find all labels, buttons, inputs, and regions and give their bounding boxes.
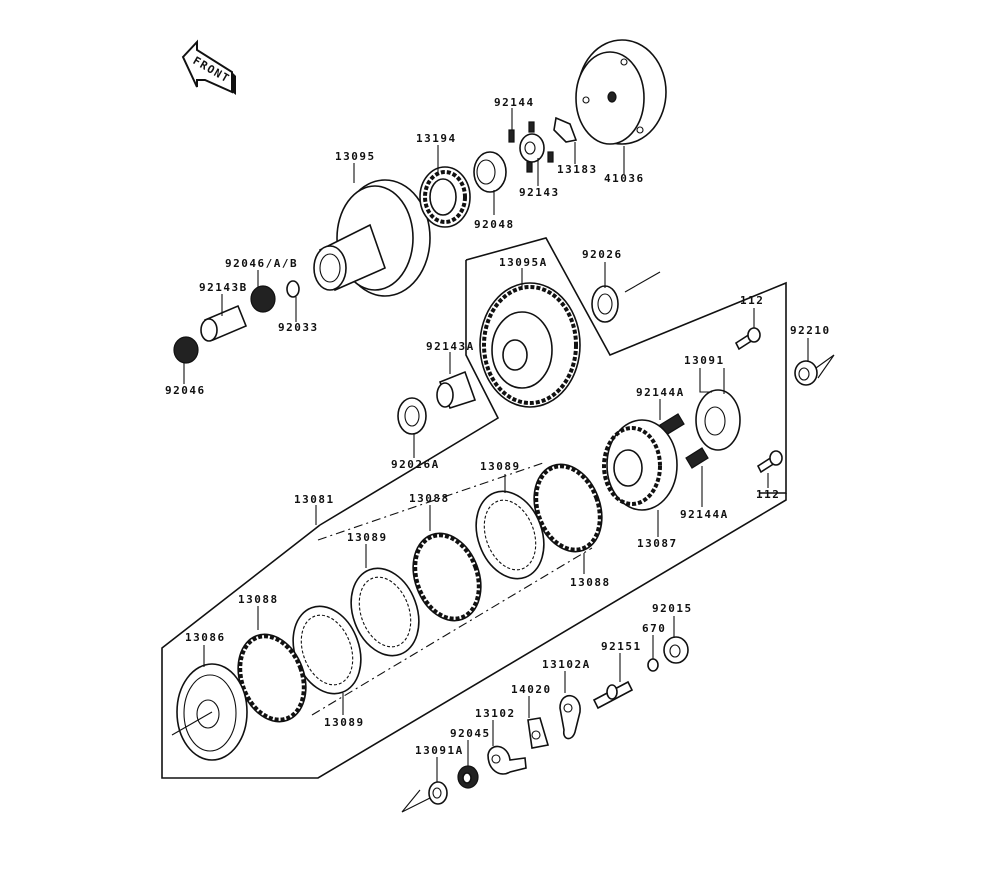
part-670-oring [647, 658, 659, 672]
label-92143a[interactable]: 92143A [426, 340, 475, 353]
part-92045-bearing [457, 765, 479, 789]
label-92045[interactable]: 92045 [450, 727, 491, 740]
clutch-plate-stack [237, 462, 603, 723]
part-41036-drum [575, 39, 667, 145]
part-13087-hub [602, 419, 678, 511]
part-92026a-spacer [397, 397, 427, 435]
part-92151-bolt [592, 680, 634, 710]
part-92143-hub [508, 121, 554, 173]
part-112-bolt-lower [756, 450, 783, 474]
label-92046[interactable]: 92046 [165, 384, 206, 397]
part-13183-plate [553, 116, 578, 143]
label-13102a[interactable]: 13102A [542, 658, 591, 671]
assembly-outline-upper [319, 237, 787, 526]
label-13087[interactable]: 13087 [637, 537, 678, 550]
friction-plate [237, 633, 307, 723]
label-92144a-lower[interactable]: 92144A [680, 508, 729, 521]
label-92143[interactable]: 92143 [519, 186, 560, 199]
friction-plate [412, 532, 482, 622]
label-670[interactable]: 670 [642, 622, 666, 635]
part-13102a-lever [559, 694, 581, 740]
label-13088-left[interactable]: 13088 [238, 593, 279, 606]
label-92026a[interactable]: 92026A [391, 458, 440, 471]
part-92046-needle-bearing-upper [250, 285, 276, 313]
part-92033-circlip [286, 280, 300, 298]
front-direction-arrow-icon: FRONT [181, 39, 236, 95]
part-92143a-collar [436, 370, 477, 409]
label-13089-bottom[interactable]: 13089 [324, 716, 365, 729]
friction-plate [533, 463, 603, 553]
steel-plate [350, 567, 420, 657]
label-13089-top[interactable]: 13089 [480, 460, 521, 473]
label-92144a-upper[interactable]: 92144A [636, 386, 685, 399]
part-13086-plate [171, 663, 248, 761]
part-92144a-springs [659, 413, 709, 469]
label-13081[interactable]: 13081 [294, 493, 335, 506]
part-92046-needle-bearing-lower [173, 336, 199, 364]
label-13095[interactable]: 13095 [335, 150, 376, 163]
part-92026-spacer [591, 271, 661, 323]
part-13095a-housing [479, 282, 581, 408]
label-13091[interactable]: 13091 [684, 354, 725, 367]
assembly-outline-lower [161, 493, 787, 779]
label-13088-right[interactable]: 13088 [570, 576, 611, 589]
label-14020[interactable]: 14020 [511, 683, 552, 696]
label-13091a[interactable]: 13091A [415, 744, 464, 757]
steel-plate [475, 490, 545, 580]
part-92015-nut [663, 636, 689, 664]
part-13095-housing [313, 179, 431, 297]
label-92026[interactable]: 92026 [582, 248, 623, 261]
leader-lines [183, 108, 809, 782]
label-92033[interactable]: 92033 [278, 321, 319, 334]
part-labels: 92144 13194 13095 13183 92143 41036 9204… [165, 96, 831, 757]
part-13194-bearing [419, 166, 471, 228]
part-92048-cage [473, 151, 507, 193]
label-13183[interactable]: 13183 [557, 163, 598, 176]
part-112-bolt-upper [734, 327, 761, 351]
label-41036[interactable]: 41036 [604, 172, 645, 185]
label-13102[interactable]: 13102 [475, 707, 516, 720]
label-92015[interactable]: 92015 [652, 602, 693, 615]
label-92144[interactable]: 92144 [494, 96, 535, 109]
label-13194[interactable]: 13194 [416, 132, 457, 145]
label-13088-top[interactable]: 13088 [409, 492, 450, 505]
label-92210[interactable]: 92210 [790, 324, 831, 337]
label-13086[interactable]: 13086 [185, 631, 226, 644]
part-13091-plate [695, 389, 741, 451]
label-112-lower[interactable]: 112 [756, 488, 780, 501]
label-92151[interactable]: 92151 [601, 640, 642, 653]
part-92210-nut [794, 354, 835, 386]
label-92046-a-b[interactable]: 92046/A/B [225, 257, 298, 270]
part-92143b-collar [200, 304, 248, 342]
label-13089-mid[interactable]: 13089 [347, 531, 388, 544]
label-92048[interactable]: 92048 [474, 218, 515, 231]
label-13095a[interactable]: 13095A [499, 256, 548, 269]
label-92143b[interactable]: 92143B [199, 281, 248, 294]
part-13091a-plate [401, 781, 448, 813]
label-112-upper[interactable]: 112 [740, 294, 764, 307]
part-14020-cam [527, 717, 550, 749]
part-13102-lever [487, 745, 527, 775]
